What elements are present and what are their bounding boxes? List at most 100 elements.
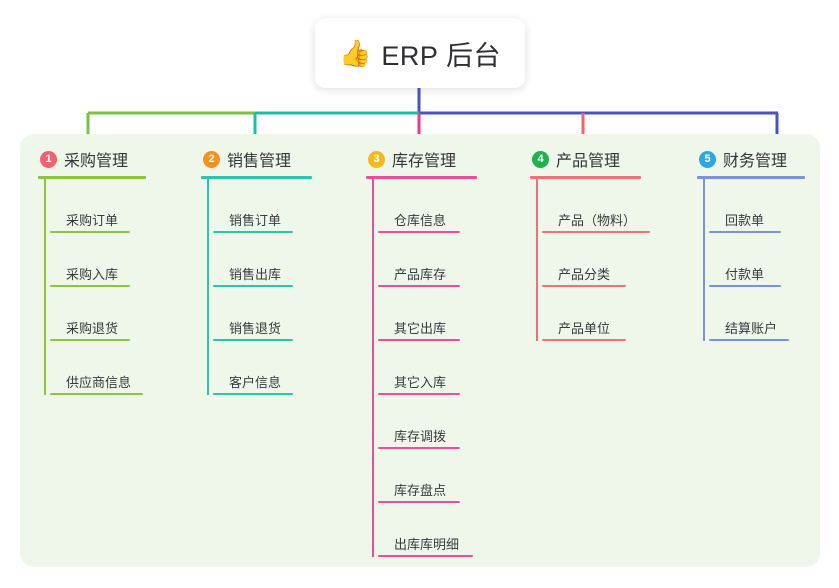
node-item-label: 其它出库 (394, 321, 447, 336)
node-item-rule (213, 339, 293, 341)
node-item[interactable]: 客户信息 (207, 341, 312, 395)
column-stem-1 (44, 179, 46, 395)
column-stem-4 (536, 179, 538, 341)
node-item-label: 采购入库 (66, 267, 119, 282)
column-header-3[interactable]: 3 库存管理 (366, 146, 477, 172)
column-items-1: 采购订单采购入库采购退货供应商信息 (38, 179, 146, 395)
node-item[interactable]: 产品单位 (536, 287, 641, 341)
node-item-rule (50, 339, 130, 341)
node-item-label: 仓库信息 (394, 213, 447, 228)
node-item-label: 采购退货 (66, 321, 119, 336)
node-item-rule (542, 285, 626, 287)
column-title-2: 销售管理 (227, 153, 292, 170)
column-header-5[interactable]: 5 财务管理 (697, 146, 805, 172)
node-item-label: 客户信息 (229, 375, 282, 390)
column-stem-3 (372, 179, 374, 557)
node-item-rule (378, 393, 460, 395)
node-item-label: 供应商信息 (66, 375, 132, 390)
node-item[interactable]: 销售退货 (207, 287, 312, 341)
node-item[interactable]: 库存调拨 (372, 395, 477, 449)
node-item[interactable]: 产品（物料） (536, 179, 650, 233)
column-title-1: 采购管理 (64, 153, 129, 170)
node-item[interactable]: 库存盘点 (372, 449, 477, 503)
node-item[interactable]: 产品分类 (536, 233, 641, 287)
column-3: 3 库存管理仓库信息产品库存其它出库其它入库库存调拨库存盘点出库库明细 (366, 146, 477, 557)
column-2: 2 销售管理销售订单销售出库销售退货客户信息 (201, 146, 312, 395)
node-item-label: 回款单 (725, 213, 765, 228)
node-item[interactable]: 其它出库 (372, 287, 477, 341)
node-item-rule (378, 447, 460, 449)
node-item[interactable]: 销售订单 (207, 179, 312, 233)
diagram-panel: 1 采购管理采购订单采购入库采购退货供应商信息 2 销售管理销售订单销售出库销售退货客… (20, 134, 820, 567)
node-item-label: 其它入库 (394, 375, 447, 390)
node-item[interactable]: 销售出库 (207, 233, 312, 287)
node-item[interactable]: 供应商信息 (44, 341, 146, 395)
column-stem-2 (207, 179, 209, 395)
node-item-rule (213, 285, 293, 287)
column-badge-2: 2 (203, 150, 220, 168)
node-item-label: 产品库存 (394, 267, 447, 282)
column-title-4: 产品管理 (556, 153, 621, 170)
column-badge-3: 3 (368, 150, 385, 168)
node-item-label: 库存调拨 (394, 429, 447, 444)
node-item-rule (378, 231, 460, 233)
column-1: 1 采购管理采购订单采购入库采购退货供应商信息 (38, 146, 146, 395)
column-5: 5 财务管理回款单付款单结算账户 (697, 146, 805, 341)
column-badge-5: 5 (699, 150, 716, 168)
node-item[interactable]: 回款单 (703, 179, 805, 233)
node-item[interactable]: 付款单 (703, 233, 805, 287)
node-item[interactable]: 采购入库 (44, 233, 146, 287)
node-item[interactable]: 结算账户 (703, 287, 805, 341)
node-item-label: 出库库明细 (394, 537, 460, 552)
column-rule-4 (530, 176, 641, 179)
column-badge-1: 1 (40, 150, 57, 168)
column-stem-5 (703, 179, 705, 341)
column-badge-4: 4 (532, 150, 549, 168)
thumbs-up-icon: 👍 (339, 38, 372, 68)
node-item-rule (378, 501, 460, 503)
node-item-rule (213, 393, 293, 395)
node-item-rule (709, 339, 789, 341)
node-item[interactable]: 仓库信息 (372, 179, 477, 233)
node-item[interactable]: 产品库存 (372, 233, 477, 287)
node-item-label: 库存盘点 (394, 483, 447, 498)
node-item-label: 销售退货 (229, 321, 282, 336)
node-item[interactable]: 其它入库 (372, 341, 477, 395)
column-rule-1 (38, 176, 146, 179)
column-items-2: 销售订单销售出库销售退货客户信息 (201, 179, 312, 395)
column-items-4: 产品（物料） 产品分类产品单位 (530, 179, 650, 341)
node-item-rule (50, 393, 143, 395)
node-item[interactable]: 采购退货 (44, 287, 146, 341)
column-items-3: 仓库信息产品库存其它出库其它入库库存调拨库存盘点出库库明细 (366, 179, 477, 557)
node-item-label: 采购订单 (66, 213, 119, 228)
column-rule-2 (201, 176, 312, 179)
node-item-rule (542, 339, 626, 341)
column-items-5: 回款单付款单结算账户 (697, 179, 805, 341)
node-item-label: 付款单 (725, 267, 765, 282)
node-item-rule (709, 285, 781, 287)
node-item-rule (378, 555, 473, 557)
column-title-5: 财务管理 (723, 153, 788, 170)
node-item-rule (50, 285, 130, 287)
node-item-rule (542, 231, 650, 233)
column-title-3: 库存管理 (392, 153, 457, 170)
column-header-1[interactable]: 1 采购管理 (38, 146, 146, 172)
node-item-rule (213, 231, 293, 233)
node-item-rule (709, 231, 781, 233)
column-rule-5 (697, 176, 805, 179)
node-item-label: 销售出库 (229, 267, 282, 282)
node-item[interactable]: 出库库明细 (372, 503, 477, 557)
column-header-2[interactable]: 2 销售管理 (201, 146, 312, 172)
node-item-label: 产品（物料） (558, 213, 637, 228)
node-item-rule (50, 231, 130, 233)
column-4: 4 产品管理产品（物料） 产品分类产品单位 (530, 146, 650, 341)
column-header-4[interactable]: 4 产品管理 (530, 146, 641, 172)
column-rule-3 (366, 176, 477, 179)
node-item[interactable]: 采购订单 (44, 179, 146, 233)
node-item-label: 产品单位 (558, 321, 611, 336)
root-node[interactable]: 👍 ERP 后台 (315, 18, 525, 88)
node-item-label: 产品分类 (558, 267, 611, 282)
node-item-label: 销售订单 (229, 213, 282, 228)
root-title: ERP 后台 (381, 40, 501, 71)
node-item-rule (378, 339, 460, 341)
